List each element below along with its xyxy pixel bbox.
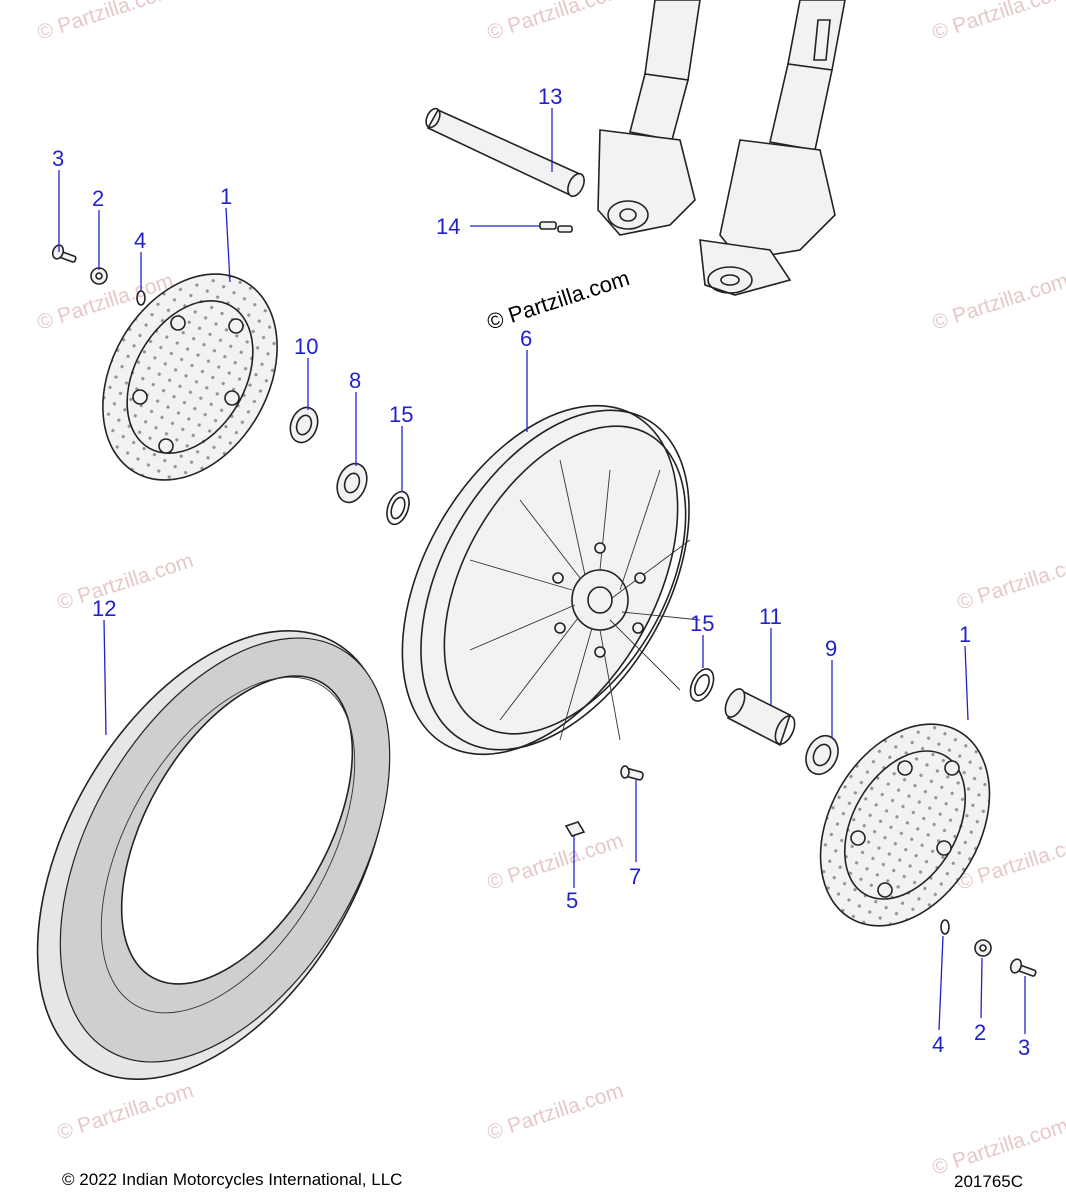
pinch-bolt-illustration (539, 221, 573, 233)
callout-11: 11 (759, 604, 782, 629)
watermark-text: © Partzilla.com (484, 1079, 626, 1145)
callout-1: 1 (959, 622, 971, 647)
callout-9: 9 (825, 636, 837, 661)
wheel-weight-illustration (564, 821, 586, 837)
callout-4: 4 (932, 1032, 944, 1057)
tire-illustration (36, 629, 391, 1081)
watermark-text: © Partzilla.com (484, 829, 626, 895)
watermark-text: © Partzilla.com (484, 0, 626, 45)
watermark-text: © Partzilla.com (54, 549, 196, 615)
seal-bearing-right (689, 668, 839, 776)
valve-stem-illustration (620, 765, 644, 781)
callout-15: 15 (690, 611, 714, 636)
callout-13: 13 (538, 84, 562, 109)
callout-14: 14 (436, 214, 460, 239)
watermark-text: © Partzilla.com (929, 269, 1066, 335)
front-fork-illustration (597, 0, 846, 296)
callout-10: 10 (294, 334, 318, 359)
callout-8: 8 (349, 368, 361, 393)
watermark-text: © Partzilla.com (929, 0, 1066, 45)
watermark-text: © Partzilla.com (54, 1079, 196, 1145)
callout-2: 2 (92, 186, 104, 211)
watermark-text: © Partzilla.com (954, 549, 1066, 615)
callout-15: 15 (389, 402, 413, 427)
copyright-notice: © 2022 Indian Motorcycles International,… (62, 1170, 403, 1189)
wheel-rim-illustration (401, 404, 701, 756)
axle-illustration (425, 107, 585, 198)
callout-labels: 13 14 3 2 4 1 10 8 15 6 12 15 11 9 1 5 7… (52, 84, 1030, 1060)
watermark-text: © Partzilla.com (929, 1114, 1066, 1180)
callout-3: 3 (52, 146, 64, 171)
watermark-text: © Partzilla.com (34, 0, 176, 45)
callout-12: 12 (92, 596, 116, 621)
brake-rotor-right (819, 723, 991, 927)
callout-1: 1 (220, 184, 232, 209)
leader-lines (58, 108, 1026, 1034)
callout-3: 3 (1018, 1035, 1030, 1060)
rotor-hardware-right (940, 919, 1037, 977)
callout-7: 7 (629, 864, 641, 889)
seal-bearing-left (289, 406, 410, 526)
partzilla-watermark: © Partzilla.com (484, 265, 633, 335)
callout-6: 6 (520, 326, 532, 351)
diagram-id: 201765C (954, 1172, 1024, 1191)
callout-5: 5 (566, 888, 578, 913)
callout-2: 2 (974, 1020, 986, 1045)
callout-4: 4 (134, 228, 146, 253)
brake-rotor-left (102, 273, 278, 481)
